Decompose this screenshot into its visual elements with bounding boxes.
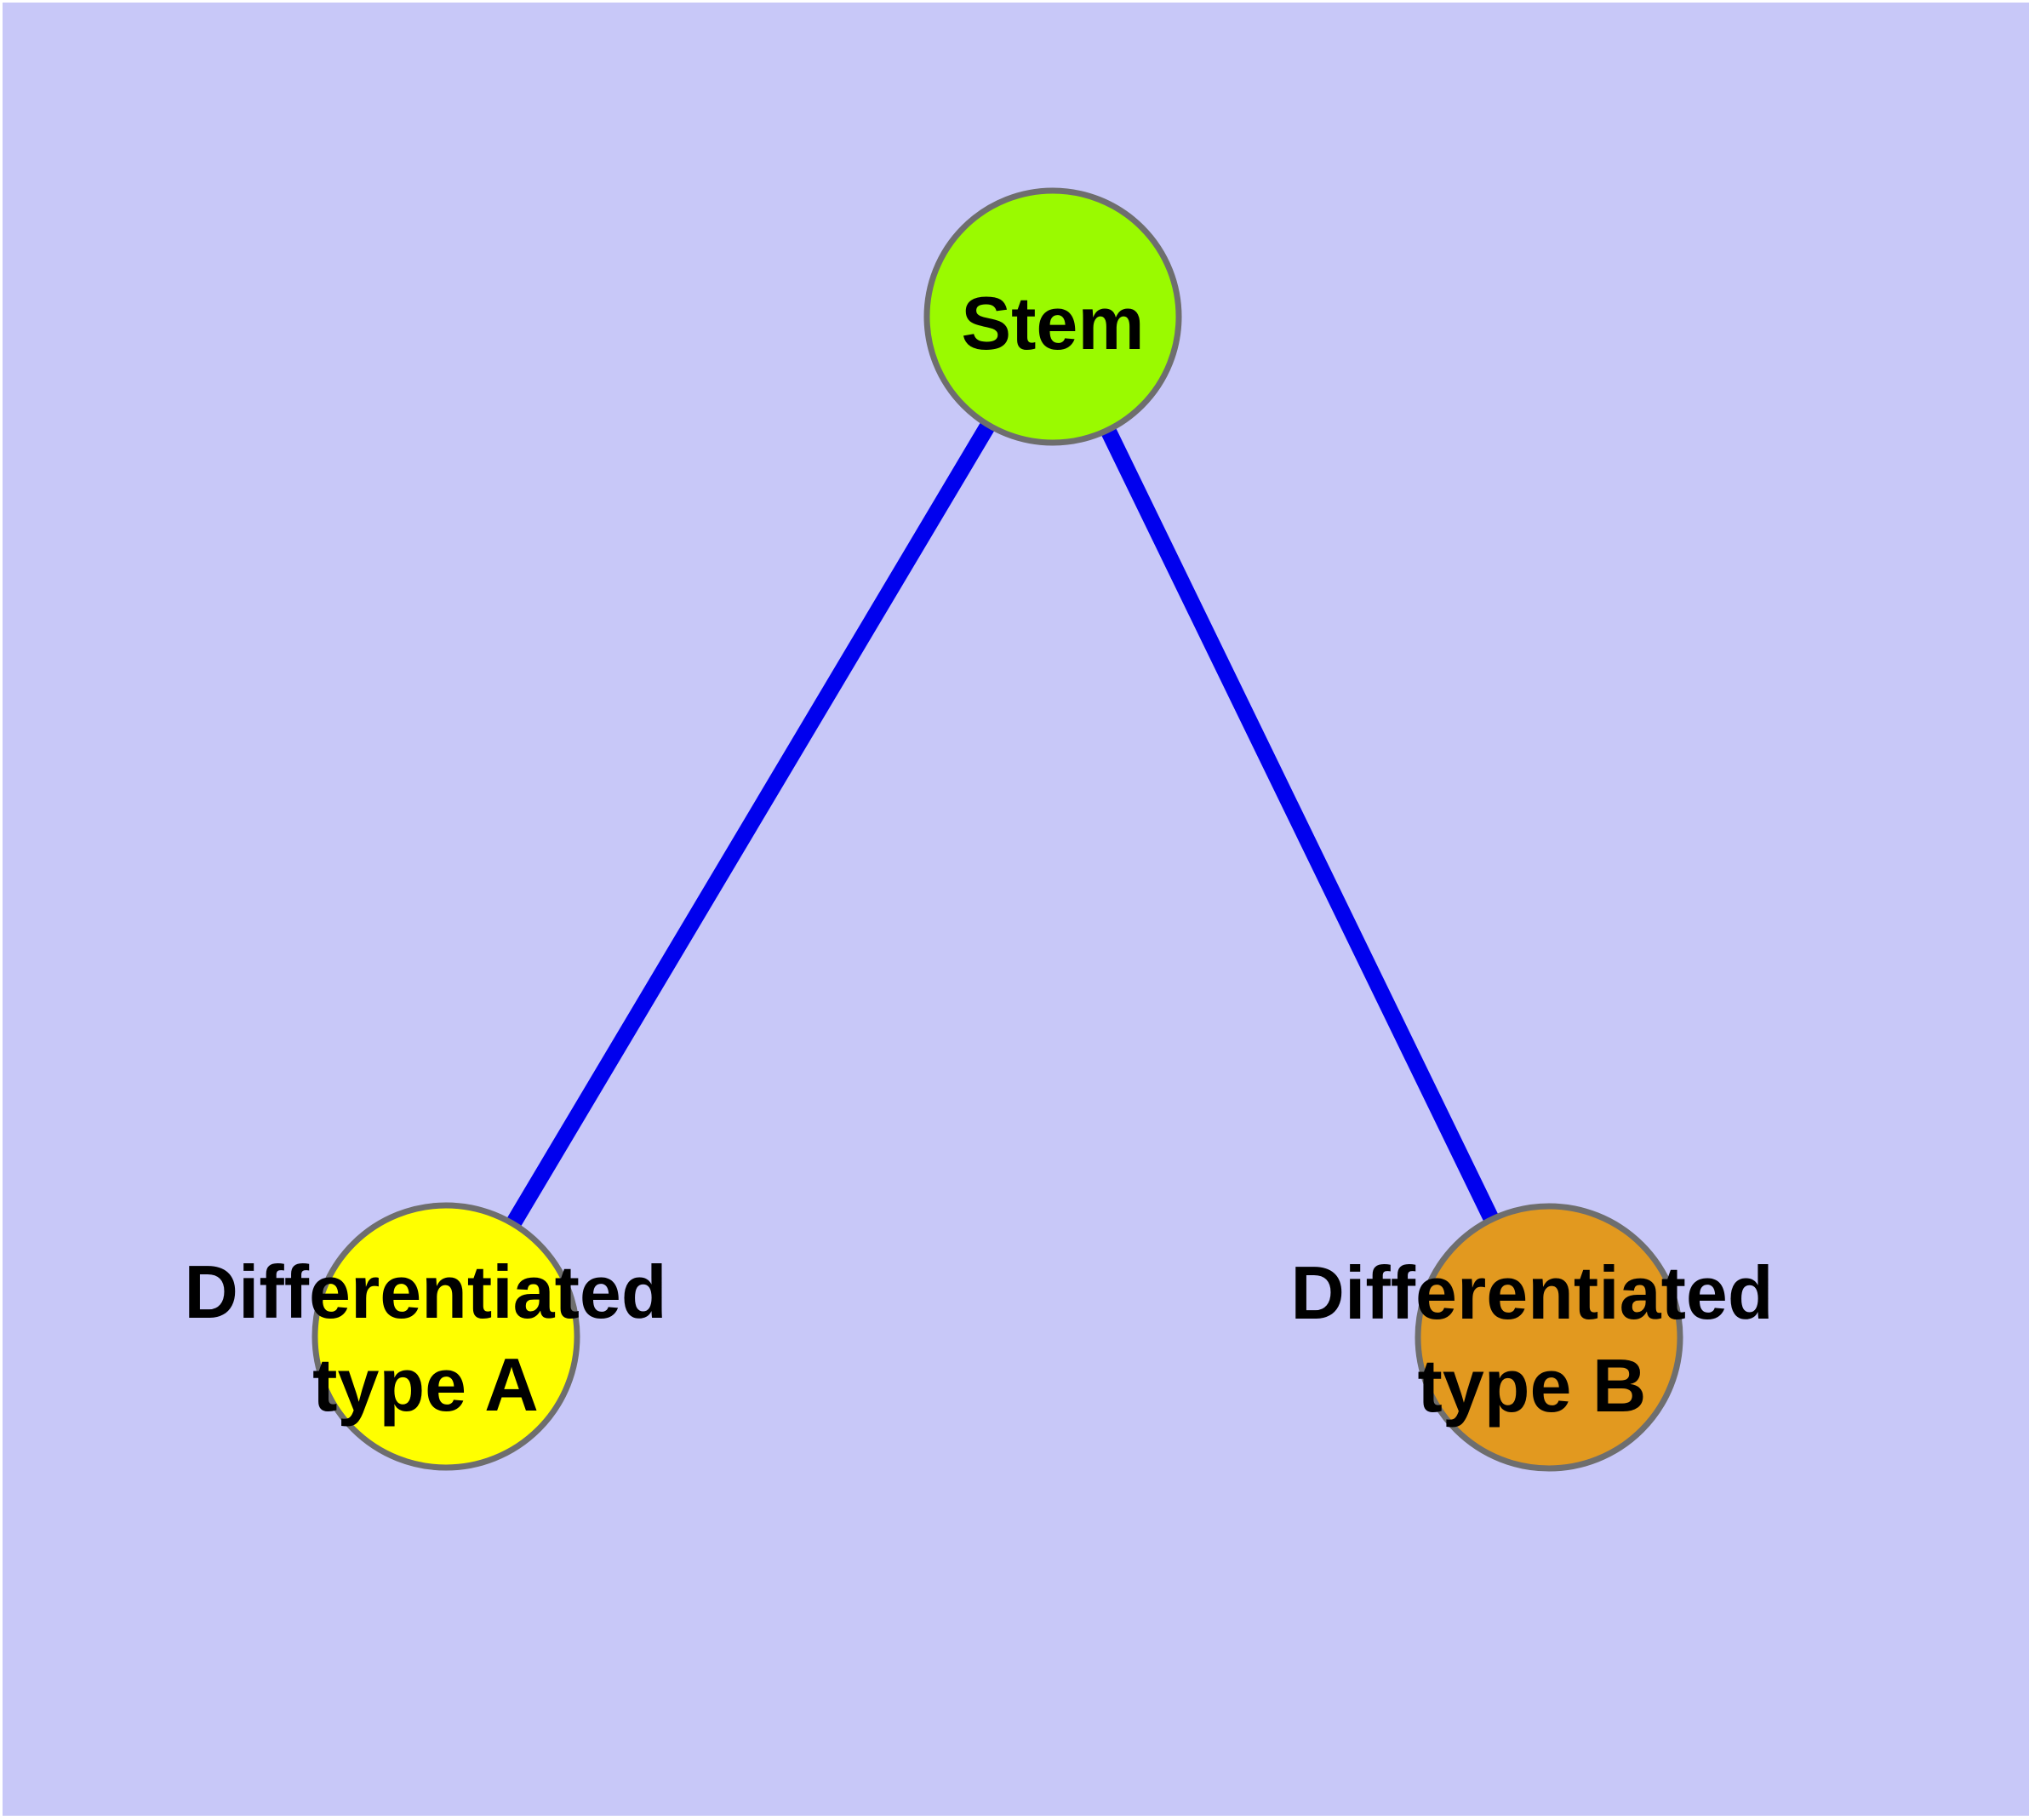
edge-stem-to-type-b bbox=[1045, 312, 1557, 1342]
node-type-b-label-line1: Differentiated bbox=[1290, 1251, 1773, 1335]
node-layer bbox=[311, 187, 1683, 1472]
node-type-b-label-line2: type B bbox=[1418, 1343, 1647, 1428]
edge-stem-to-type-a bbox=[438, 312, 1060, 1341]
node-differentiated-type-a bbox=[311, 1202, 580, 1471]
node-stem bbox=[923, 187, 1182, 446]
node-stem-label: Stem bbox=[961, 281, 1144, 365]
edge-layer bbox=[438, 312, 1557, 1342]
node-type-a-label-line2: type A bbox=[312, 1342, 539, 1427]
label-layer: Stem Differentiated type A Differentiate… bbox=[184, 281, 1773, 1428]
node-differentiated-type-b bbox=[1415, 1203, 1683, 1472]
node-type-a-label-line1: Differentiated bbox=[184, 1250, 666, 1334]
